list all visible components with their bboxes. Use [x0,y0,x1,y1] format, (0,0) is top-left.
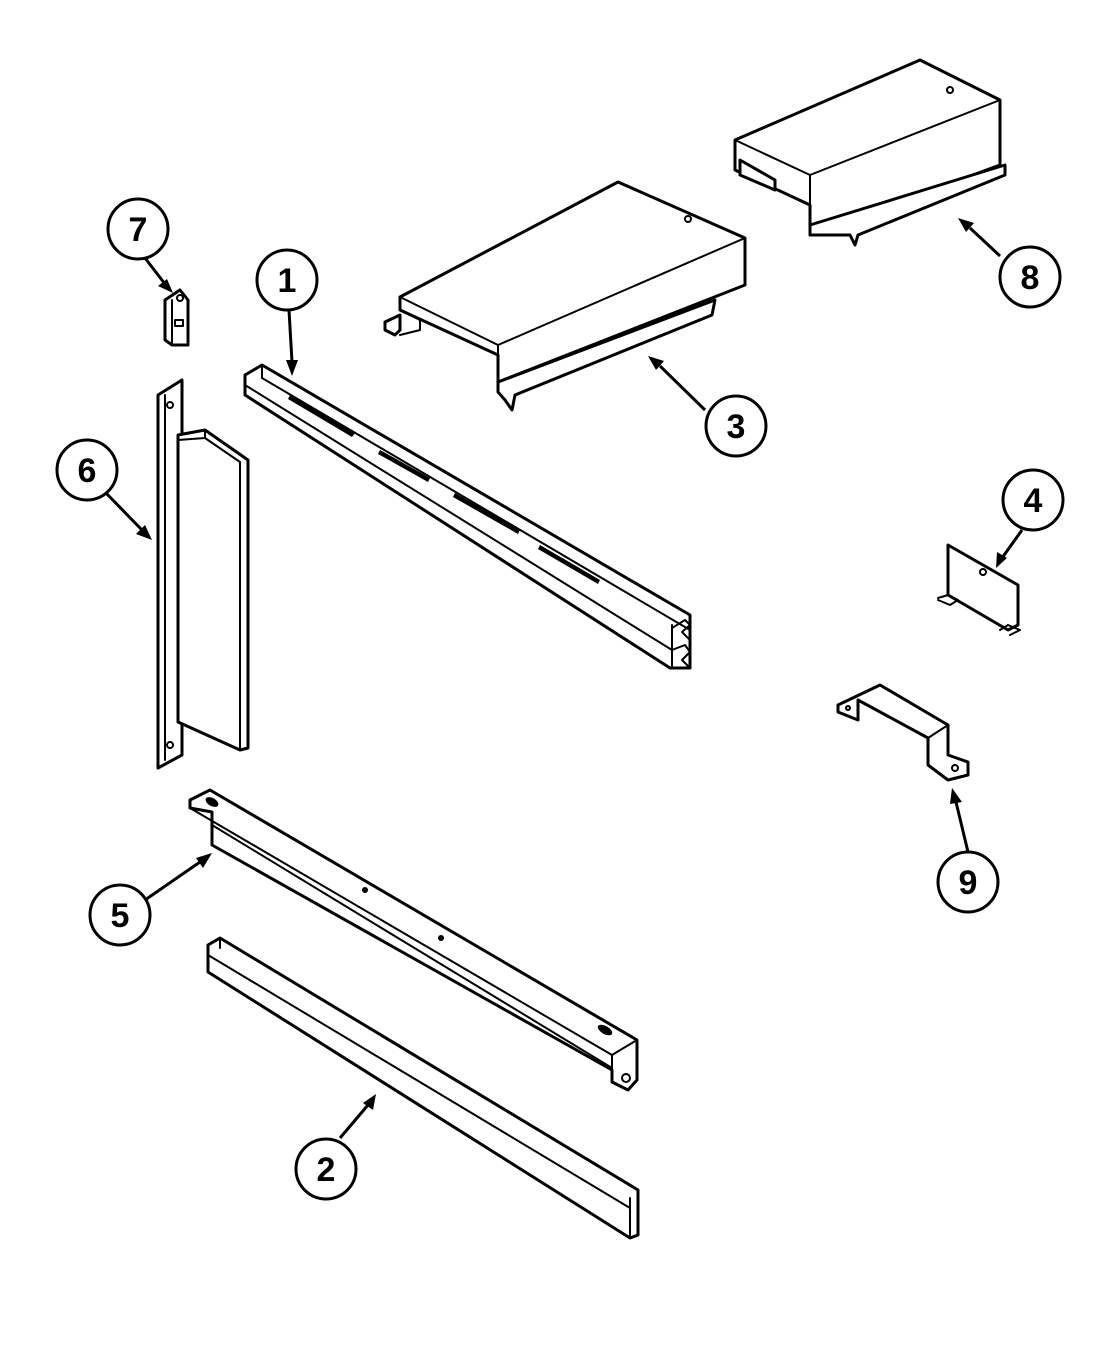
part-9-strap [836,683,970,782]
part-7-clip [163,288,190,347]
leader-4 [1000,529,1024,559]
callout-4: 4 [1001,468,1065,532]
arrow-7 [158,279,173,293]
leaders [103,218,1024,1139]
callout-8: 8 [998,245,1062,309]
callout-5: 5 [88,883,152,947]
callout-4-label: 4 [1024,482,1043,520]
callout-2: 2 [294,1137,358,1201]
arrow-4 [996,552,1007,568]
callout-5-label: 5 [111,897,130,935]
callout-2-label: 2 [317,1151,336,1189]
callout-6-label: 6 [78,452,97,490]
leader-6 [103,490,144,532]
arrow-8 [958,218,974,232]
arrow-5 [196,853,212,868]
part-5-bracket [188,788,639,1092]
callout-9: 9 [936,850,1000,914]
callout-1: 1 [255,248,319,312]
arrow-6 [136,525,152,540]
callout-3: 3 [704,394,768,458]
leader-3 [658,364,707,412]
arrow-2 [363,1094,376,1110]
part-6-panel [156,378,250,770]
callout-3-label: 3 [727,408,746,446]
callout-1-label: 1 [278,262,297,300]
arrow-3 [648,356,664,370]
callout-7: 7 [106,197,170,261]
leader-8 [968,226,1002,258]
leader-5 [144,860,201,902]
leader-9 [954,801,970,853]
part-1-rail [243,363,692,670]
leader-2 [338,1104,370,1139]
part-4-plate [937,543,1021,636]
arrow-9 [950,788,962,804]
callout-7-label: 7 [129,211,148,249]
leader-1 [287,309,294,363]
callout-8-label: 8 [1021,259,1040,297]
leader-7 [143,257,167,285]
callout-6: 6 [55,438,119,502]
part-3-cover [383,180,747,412]
part-8-cover [733,58,1007,247]
arrow-1 [286,360,298,376]
callout-9-label: 9 [959,864,978,902]
part-2-channel [206,936,640,1240]
